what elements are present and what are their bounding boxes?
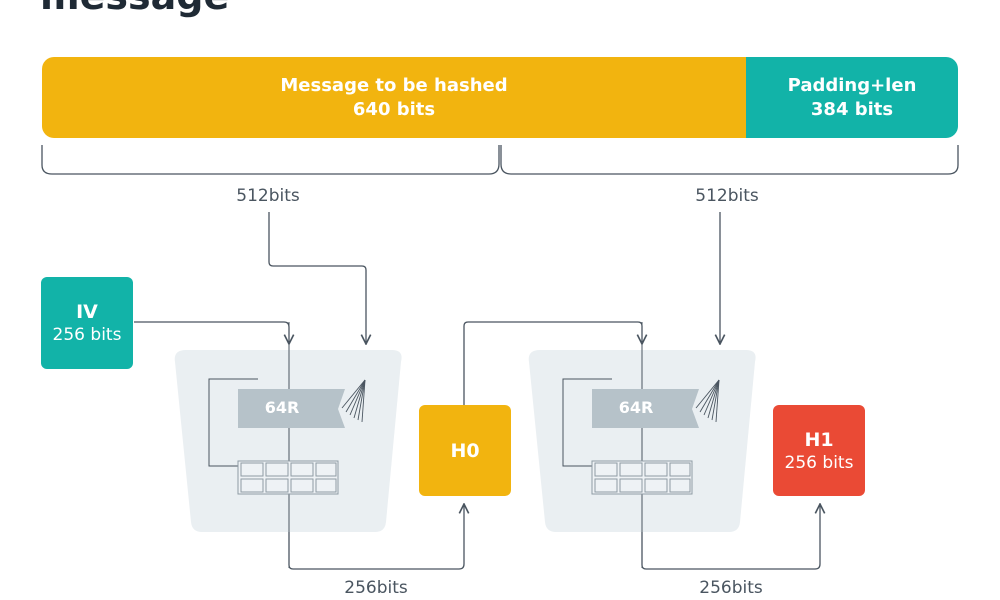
message-bits: 640 bits [352,98,436,120]
arrow-block1-in [268,212,366,344]
arrow-iv-in [134,321,289,344]
fan-lines-2 [695,379,720,423]
arrow-h0-out [288,504,464,570]
message-label: Message to be hashed [280,74,508,96]
brace-right [500,145,959,175]
compression-internals-1 [208,322,290,568]
h0-box: H0 [419,405,511,496]
message-segment: Message to be hashed 640 bits [42,57,746,138]
iv-bits: 256 bits [52,325,122,345]
padding-segment: Padding+len 384 bits [746,57,958,138]
padding-label: Padding+len [787,74,917,96]
compression-block-1 [174,350,402,532]
state-grid-2 [591,460,693,495]
padding-bits: 384 bits [810,98,894,120]
iv-title: IV [76,301,98,323]
block2-size-label: 512bits [695,186,759,206]
round-box-1 [238,389,345,428]
h0-title: H0 [450,439,480,462]
state-grid-1 [237,460,339,495]
message-bar: Message to be hashed 640 bits Padding+le… [42,57,958,138]
arrow-h1-out [641,504,820,570]
compression-internals-2 [562,322,643,568]
round-box-2 [592,389,699,428]
h1-title: H1 [804,428,834,451]
arrow-h0-to-block2 [463,321,642,405]
output2-size-label: 256bits [699,578,763,598]
brace-left [41,145,500,175]
output1-size-label: 256bits [344,578,408,598]
iv-box: IV 256 bits [41,277,133,369]
rounds-label-2: 64R [618,398,654,417]
h1-bits: 256 bits [784,452,854,473]
rounds-label-1: 64R [264,398,300,417]
page-title: message [40,0,229,18]
block1-size-label: 512bits [236,186,300,206]
fan-lines-1 [341,379,366,423]
h1-box: H1 256 bits [773,405,865,496]
